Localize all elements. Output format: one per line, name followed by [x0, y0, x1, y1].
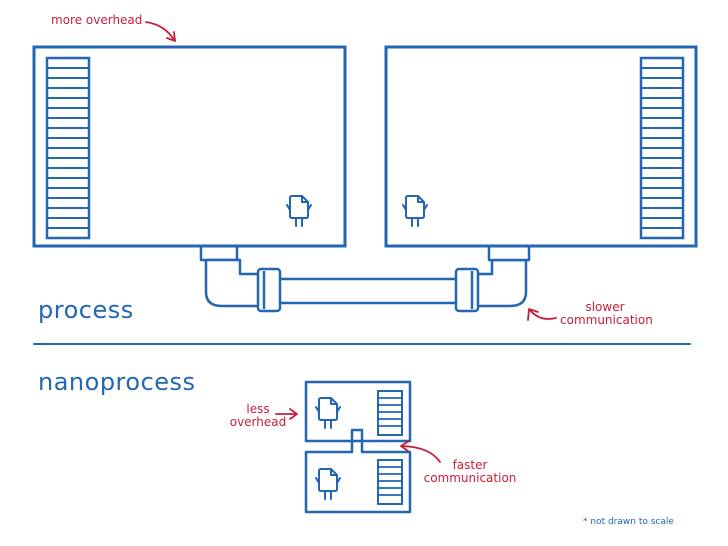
nanoprocess-box-top: [304, 380, 412, 443]
process-pipe: [199, 240, 531, 313]
nanoprocess-label: nanoprocess: [38, 368, 196, 396]
nanoprocess-box-bottom: [304, 439, 412, 514]
memory-stripes: [378, 466, 402, 496]
less-overhead-label: less overhead: [229, 402, 287, 430]
arrow-more-overhead: [145, 21, 176, 42]
process-label: process: [38, 296, 134, 324]
memory-stripes: [378, 397, 402, 427]
memory-stripes: [641, 67, 683, 229]
memory-stripes: [47, 67, 89, 229]
slower-communication-label: slower communication: [560, 300, 653, 328]
arrow-slower-communication: [527, 308, 557, 321]
arrow-less-overhead: [275, 408, 298, 420]
more-overhead-label: more overhead: [51, 13, 143, 27]
footnote: * not drawn to scale: [583, 517, 674, 527]
arrow-faster-communication: [400, 440, 441, 463]
process-box-right: [384, 45, 698, 248]
process-box-left: [32, 45, 347, 248]
faster-communication-label: faster communication: [423, 458, 517, 486]
